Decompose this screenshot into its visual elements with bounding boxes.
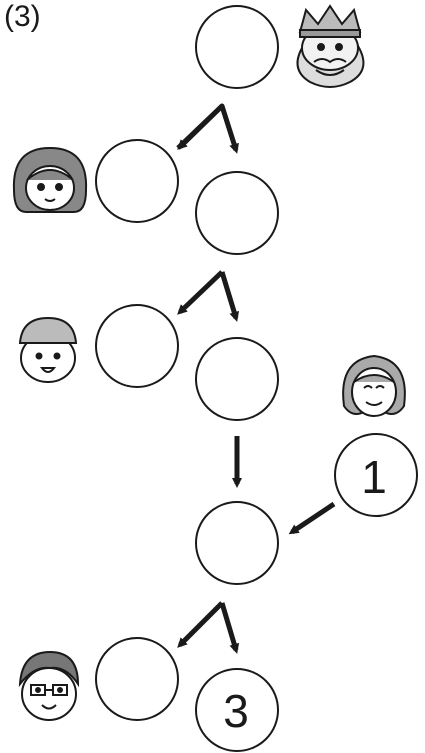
circle-top[interactable]	[195, 5, 279, 89]
grandmother-icon	[342, 354, 406, 417]
side-arrow	[288, 501, 336, 535]
circle-row2-right[interactable]	[195, 337, 279, 421]
svg-text:3: 3	[223, 685, 249, 737]
circle-row2-left[interactable]	[95, 304, 179, 388]
circle-row1-right[interactable]	[195, 171, 279, 255]
man-glasses-icon	[18, 650, 80, 721]
boy-cap-icon	[18, 316, 78, 383]
king-icon	[296, 4, 365, 88]
split-arrow-1	[176, 103, 239, 154]
problem-label: (3)	[4, 0, 41, 33]
girl-icon	[12, 146, 88, 213]
split-arrow-3	[177, 601, 240, 654]
circle-bottom-left[interactable]	[95, 637, 179, 721]
circle-row1-left[interactable]	[95, 139, 179, 223]
circle-side-right[interactable]: 1	[334, 433, 418, 517]
circle-bottom-right[interactable]: 3	[195, 668, 279, 752]
split-arrow-2	[177, 270, 240, 322]
svg-text:1: 1	[361, 451, 387, 503]
circle-middle[interactable]	[195, 501, 279, 585]
